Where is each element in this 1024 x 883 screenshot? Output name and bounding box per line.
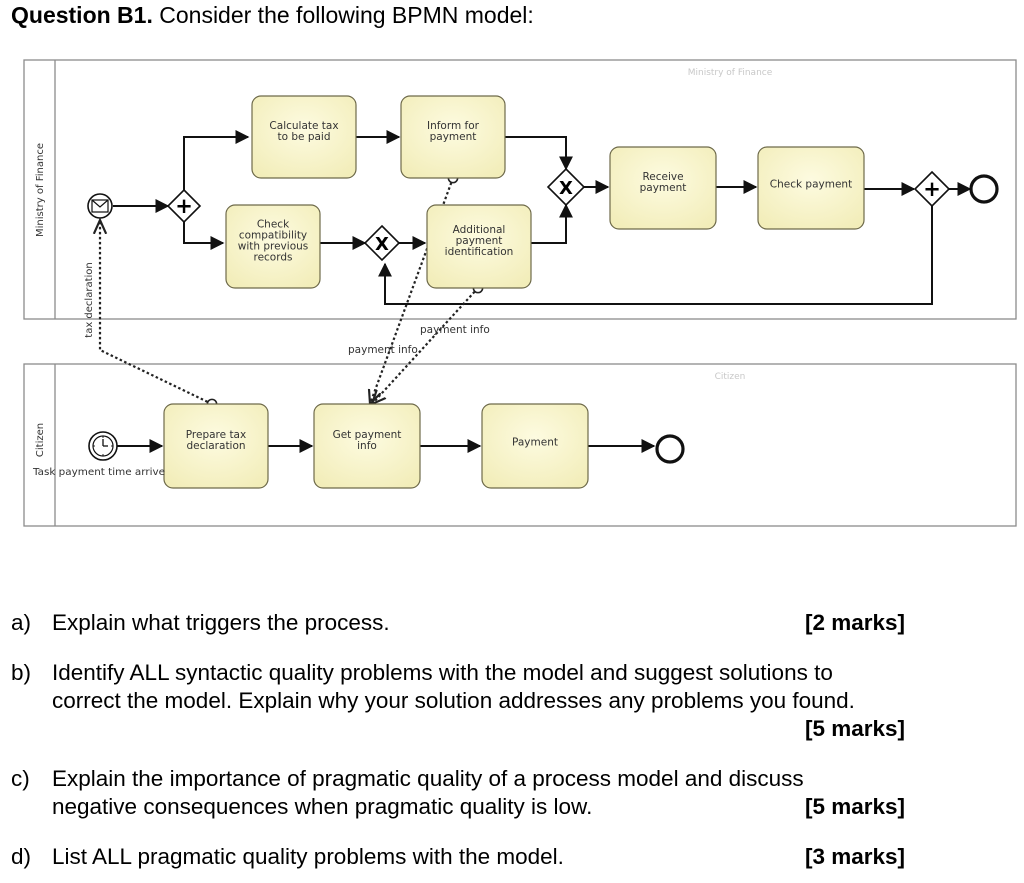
bpmn-diagram: Ministry of Finance Ministry of Finance … [23, 59, 1017, 527]
task-label: Receive [642, 171, 683, 183]
task-label: Check [257, 219, 290, 231]
task-box [313, 403, 421, 489]
parallel-gateway-join: + [913, 170, 951, 208]
question-letter: c) [11, 766, 30, 791]
pool-label-ministry: Ministry of Finance [35, 143, 46, 237]
question-letter: d) [11, 844, 32, 869]
question-marks: [5 marks] [805, 716, 906, 741]
pool-label-citizen: Citizen [35, 423, 46, 457]
task-label: identification [445, 246, 514, 258]
task-label: Check payment [770, 179, 852, 191]
pool-watermark-citizen: Citizen [715, 372, 746, 382]
task-box [609, 146, 717, 230]
message-flow-additional-payment [372, 288, 478, 404]
message-start-event [87, 193, 113, 219]
exclusive-gateway-merge: X [546, 167, 586, 207]
exclusive-gateway-check: X [363, 224, 401, 262]
end-event-citizen [655, 434, 685, 464]
svg-text:X: X [559, 178, 573, 199]
task-box [426, 204, 532, 289]
end-event-ministry [969, 174, 999, 204]
task-label: Calculate tax [269, 120, 338, 132]
question-heading: Question B1. Consider the following BPMN… [11, 2, 534, 29]
question-text: Explain what triggers the process. [52, 610, 390, 635]
task-box [251, 95, 357, 179]
task-label: compatibility [239, 230, 307, 242]
svg-text:+: + [923, 177, 941, 201]
timer-start-event [88, 431, 118, 461]
question-text: List ALL pragmatic quality problems with… [52, 844, 564, 869]
task-box [400, 95, 506, 179]
task-label: records [253, 252, 292, 264]
message-label-payment-info-2: payment info [348, 344, 418, 356]
task-label: payment [456, 235, 503, 247]
task-box [757, 146, 865, 230]
task-label: Prepare tax [186, 429, 246, 441]
question-letter: a) [11, 610, 32, 635]
timer-label: Task payment time arrive [32, 467, 165, 478]
task-label: Inform for [427, 120, 480, 132]
task-check-payment: Check payment [757, 146, 865, 230]
question-text: Explain the importance of pragmatic qual… [52, 766, 804, 791]
question-marks: [3 marks] [805, 844, 906, 869]
question-text: correct the model. Explain why your solu… [52, 688, 855, 713]
task-label: declaration [186, 440, 245, 452]
task-box [225, 204, 321, 289]
message-label-tax-declaration: tax declaration [84, 262, 95, 337]
question-marks: [5 marks] [805, 794, 906, 819]
task-label: Additional [453, 224, 506, 236]
task-label: with previous [238, 241, 309, 253]
task-label: payment [640, 182, 687, 194]
svg-text:+: + [175, 194, 193, 218]
svg-text:X: X [375, 234, 389, 255]
question-intro: Consider the following BPMN model: [152, 2, 534, 28]
task-label: to be paid [277, 131, 330, 143]
question-number: Question B1. [11, 2, 153, 28]
task-box [163, 403, 269, 489]
task-label: Payment [512, 437, 558, 449]
question-text: Identify ALL syntactic quality problems … [52, 660, 833, 685]
message-flow-tax-declaration [100, 220, 212, 404]
question-marks: [2 marks] [805, 610, 906, 635]
parallel-gateway-split: + [166, 188, 202, 224]
pool-watermark-ministry: Ministry of Finance [688, 68, 773, 78]
task-payment: Payment [481, 403, 589, 489]
task-label: Get payment [333, 429, 402, 441]
question-text: negative consequences when pragmatic qua… [52, 794, 593, 819]
question-letter: b) [11, 660, 32, 685]
task-label: info [357, 440, 377, 452]
message-label-payment-info-1: payment info [420, 324, 490, 336]
task-label: payment [430, 131, 477, 143]
task-box [481, 403, 589, 489]
